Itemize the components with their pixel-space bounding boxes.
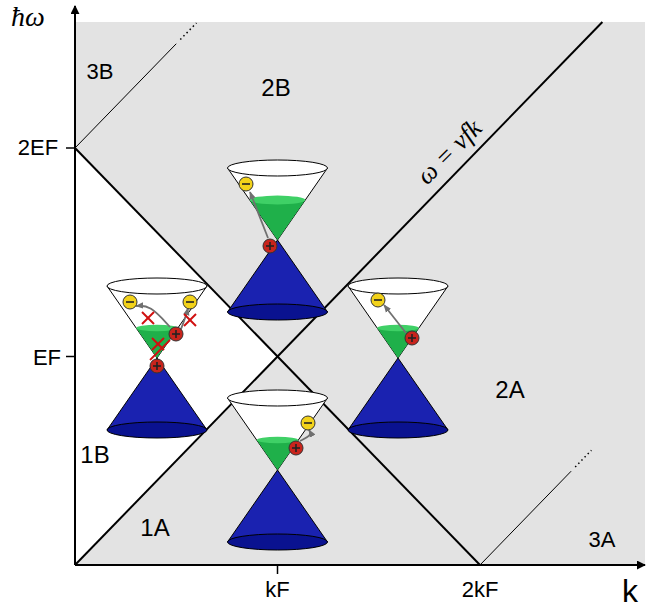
boundary-line — [480, 471, 571, 565]
fermi-surface — [250, 196, 306, 205]
valence-cone — [107, 358, 207, 430]
valence-cone — [228, 240, 328, 312]
boundary-line — [75, 148, 480, 565]
conduction-cone — [228, 168, 328, 240]
hole-symbol — [289, 441, 303, 455]
electron-symbol — [301, 416, 315, 430]
conduction-cone-top — [348, 278, 448, 294]
tick-label: EF — [33, 346, 61, 370]
dispersion-line — [75, 22, 602, 565]
fermi-surface — [377, 325, 419, 332]
dirac-cone — [107, 278, 207, 438]
conduction-cone — [228, 398, 328, 470]
valence-cone-base — [228, 534, 328, 550]
valence-cone-base — [228, 304, 328, 320]
region-label: 1B — [80, 442, 109, 468]
electron-symbol — [183, 295, 197, 309]
conduction-cone-top — [228, 160, 328, 176]
transition-arrow — [300, 430, 310, 441]
tick-mark — [66, 356, 75, 358]
transition-arrow — [384, 305, 406, 333]
axis-label: k — [622, 574, 638, 609]
forbidden-region — [75, 148, 278, 565]
boundary-line — [75, 44, 176, 148]
y-axis — [74, 6, 76, 565]
electron-symbol — [123, 295, 137, 309]
region-label: 3B — [87, 60, 114, 84]
valence-cone — [348, 358, 448, 430]
hole-symbol — [405, 331, 419, 345]
x-axis — [75, 564, 645, 566]
dirac-cone — [348, 278, 448, 438]
valence-cone-base — [348, 422, 448, 438]
region-label: 2A — [495, 377, 524, 403]
valence-cone-base — [107, 422, 207, 438]
region-label: 1A — [140, 515, 169, 541]
region-label: 3A — [589, 528, 616, 552]
dirac-cone — [228, 390, 328, 550]
electron-symbol — [239, 177, 253, 191]
tick-label: 2EF — [18, 136, 58, 160]
fermi-sea — [377, 328, 419, 358]
tick-label: kF — [265, 578, 289, 602]
axis-label: ħω — [11, 2, 45, 33]
dirac-cone — [228, 160, 328, 320]
tick-mark — [277, 565, 279, 574]
tick-mark — [66, 147, 75, 149]
continuation-dots — [180, 23, 196, 40]
transition-arrow — [136, 306, 170, 327]
hole-symbol — [169, 327, 183, 341]
electron-symbol — [371, 293, 385, 307]
shaded-region — [75, 22, 645, 565]
transition-arrow — [250, 192, 268, 238]
forbidden-cross — [142, 312, 154, 324]
fermi-sea — [250, 200, 306, 240]
hole-symbol — [150, 359, 164, 373]
conduction-cone — [348, 286, 448, 358]
continuation-dots — [575, 450, 591, 467]
conduction-cone-top — [107, 278, 207, 294]
conduction-cone-top — [228, 390, 328, 406]
forbidden-cross — [152, 338, 164, 350]
conduction-cone — [107, 286, 207, 358]
region-label: 2B — [261, 75, 290, 101]
tick-label: 2kF — [462, 578, 499, 602]
forbidden-cross — [184, 314, 196, 326]
valence-cone — [228, 470, 328, 542]
hole-symbol — [263, 239, 277, 253]
